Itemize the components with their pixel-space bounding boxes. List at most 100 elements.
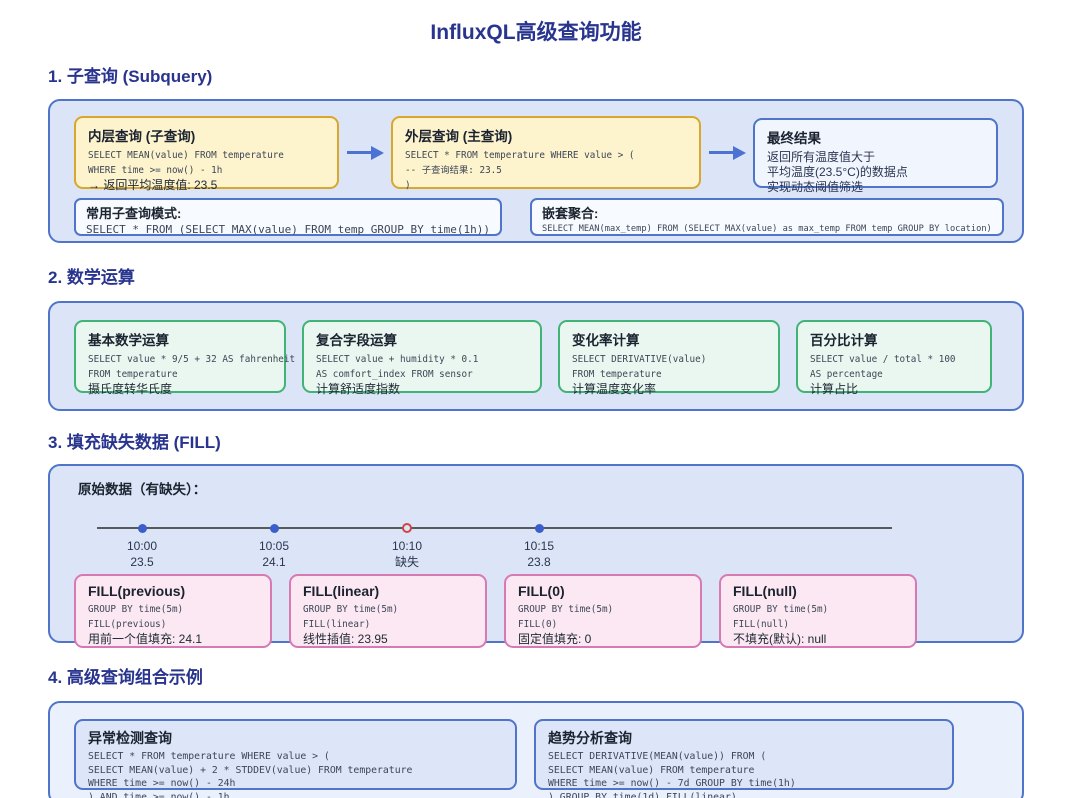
outer-query-card: 外层查询 (主查询) SELECT * FROM temperature WHE… [391, 116, 701, 191]
section-1-container: 内层查询 (子查询) SELECT MEAN(value) FROM tempe… [48, 99, 1024, 243]
code-line: WHERE time >= now() - 24h [88, 778, 236, 789]
code-line: GROUP BY time(5m) [518, 604, 614, 615]
code-line: SELECT MEAN(max_temp) FROM (SELECT MAX(v… [541, 224, 992, 234]
final-result-title: 最终结果 [767, 130, 821, 146]
card-note: 不填充(默认): null [733, 632, 827, 646]
inner-query-note: → 返回平均温度值: 23.5 [88, 178, 218, 192]
result-line: 返回所有温度值大于 [767, 149, 876, 164]
code-line: SELECT DERIVATIVE(value) [572, 354, 707, 365]
code-line: GROUP BY time(5m) [303, 604, 399, 615]
section-1-heading: 1. 子查询 (Subquery) [48, 67, 213, 86]
subquery-patterns: 常用子查询模式: SELECT * FROM (SELECT MAX(value… [74, 198, 1004, 236]
code-line: SELECT value * 9/5 + 32 AS fahrenheit [88, 354, 296, 365]
final-result-card: 最终结果 返回所有温度值大于 平均温度(23.5°C)的数据点 实现动态阈值筛选 [753, 117, 998, 194]
point-value: 23.5 [130, 555, 154, 569]
code-line: GROUP BY time(5m) [88, 604, 184, 615]
timeline: 10:00 23.5 10:05 24.1 10:10 缺失 10:15 23.… [74, 498, 998, 574]
raw-data-label: 原始数据（有缺失）： [78, 482, 207, 497]
point-time: 10:00 [126, 539, 158, 553]
card-title: FILL(previous) [88, 583, 186, 599]
card-note: 计算温度变化率 [572, 382, 657, 396]
fill-card-linear: FILL(linear) GROUP BY time(5m) FILL(line… [289, 574, 487, 648]
code-line: WHERE time >= now() - 7d GROUP BY time(1… [548, 778, 796, 789]
fill-card-previous: FILL(previous) GROUP BY time(5m) FILL(pr… [74, 574, 272, 648]
point-value: 缺失 [394, 555, 419, 569]
code-line: SELECT MEAN(value) FROM temperature [548, 764, 755, 776]
math-card-percentage: 百分比计算 SELECT value / total * 100 AS perc… [796, 320, 992, 396]
code-line: AS comfort_index FROM sensor [316, 369, 473, 380]
data-point-dot [270, 524, 279, 533]
result-line: 平均温度(23.5°C)的数据点 [767, 164, 908, 179]
code-line: SELECT * FROM temperature WHERE value > … [88, 751, 330, 762]
code-line: ) GROUP BY time(1d) FILL(linear) [548, 791, 737, 798]
card-title: 复合字段运算 [316, 333, 397, 348]
section-2-container: 基本数学运算 SELECT value * 9/5 + 32 AS fahren… [48, 301, 1024, 411]
math-card-composite: 复合字段运算 SELECT value + humidity * 0.1 AS … [302, 320, 542, 396]
fill-cards-row: FILL(previous) GROUP BY time(5m) FILL(pr… [74, 574, 998, 648]
pattern-title: 嵌套聚合: [541, 206, 599, 221]
point-value: 23.8 [527, 555, 551, 569]
subquery-flow: 内层查询 (子查询) SELECT MEAN(value) FROM tempe… [74, 116, 998, 194]
point-time: 10:15 [523, 539, 555, 553]
combo-cards-row: 异常检测查询 SELECT * FROM temperature WHERE v… [74, 719, 998, 798]
point-label: 10:00 23.5 [97, 538, 187, 570]
card-title: 变化率计算 [572, 333, 640, 348]
fill-card-zero: FILL(0) GROUP BY time(5m) FILL(0) 固定值填充:… [504, 574, 702, 648]
math-cards-row: 基本数学运算 SELECT value * 9/5 + 32 AS fahren… [74, 320, 998, 396]
code-line: SELECT value + humidity * 0.1 [316, 354, 479, 365]
section-3-heading: 3. 填充缺失数据 (FILL) [48, 433, 221, 452]
code-line: SELECT DERIVATIVE(MEAN(value)) FROM ( [548, 751, 767, 762]
section-4-heading: 4. 高级查询组合示例 [48, 668, 203, 687]
code-line: SELECT value / total * 100 [810, 354, 956, 365]
point-time: 10:05 [258, 539, 290, 553]
card-title: 基本数学运算 [88, 333, 169, 348]
section-2-heading: 2. 数学运算 [48, 268, 135, 287]
data-point-dot [138, 524, 147, 533]
missing-point-dot [402, 523, 412, 533]
point-label: 10:05 24.1 [229, 538, 319, 570]
timeline-line [97, 527, 892, 529]
card-title: FILL(null) [733, 583, 797, 599]
flow-arrow-icon [701, 145, 753, 160]
code-line: FILL(previous) [88, 619, 167, 630]
data-point-dot [535, 524, 544, 533]
nested-aggregation-box: 嵌套聚合: SELECT MEAN(max_temp) FROM (SELECT… [529, 198, 1004, 236]
card-note: 固定值填充: 0 [518, 632, 592, 646]
card-note: 计算占比 [810, 382, 859, 396]
card-note: 计算舒适度指数 [316, 382, 401, 396]
card-title: FILL(0) [518, 583, 565, 599]
code-line: GROUP BY time(5m) [733, 604, 829, 615]
card-note: 摄氏度转华氏度 [88, 382, 173, 396]
code-line: SELECT MEAN(value) + 2 * STDDEV(value) F… [88, 764, 413, 776]
code-line: ) [405, 180, 411, 191]
pattern-title: 常用子查询模式: [86, 206, 182, 221]
card-note: 线性插值: 23.95 [303, 632, 388, 646]
code-line: ) AND time >= now() - 1h [88, 791, 230, 798]
point-label: 10:10 缺失 [362, 538, 452, 570]
result-line: 实现动态阈值筛选 [767, 179, 864, 194]
code-line: FILL(null) [733, 619, 789, 630]
code-line: SELECT MEAN(value) FROM temperature [88, 150, 284, 161]
arrow-shaft [708, 151, 733, 154]
card-title: FILL(linear) [303, 583, 380, 599]
point-value: 24.1 [262, 555, 286, 569]
section-3-container: 原始数据（有缺失）： 10:00 23.5 10:05 24.1 10:10 缺… [48, 464, 1024, 648]
code-line: -- 子查询结果: 23.5 [405, 165, 502, 176]
trend-analysis-card: 趋势分析查询 SELECT DERIVATIVE(MEAN(value)) FR… [534, 719, 954, 798]
arrow-head [732, 145, 746, 160]
code-line: FROM temperature [88, 369, 178, 380]
common-subquery-pattern-box: 常用子查询模式: SELECT * FROM (SELECT MAX(value… [74, 198, 502, 236]
math-card-derivative: 变化率计算 SELECT DERIVATIVE(value) FROM temp… [558, 320, 780, 396]
arrow-head [370, 145, 384, 160]
card-title: 百分比计算 [810, 333, 878, 348]
math-card-basic: 基本数学运算 SELECT value * 9/5 + 32 AS fahren… [74, 320, 296, 396]
code-line: AS percentage [810, 369, 883, 380]
code-line: FILL(linear) [303, 619, 371, 630]
card-note: 用前一个值填充: 24.1 [88, 632, 203, 646]
code-line: SELECT * FROM temperature WHERE value > … [405, 150, 635, 161]
point-time: 10:10 [391, 539, 423, 553]
code-line: WHERE time >= now() - 1h [88, 165, 223, 176]
outer-query-title: 外层查询 (主查询) [405, 129, 513, 144]
card-title: 趋势分析查询 [548, 730, 632, 746]
